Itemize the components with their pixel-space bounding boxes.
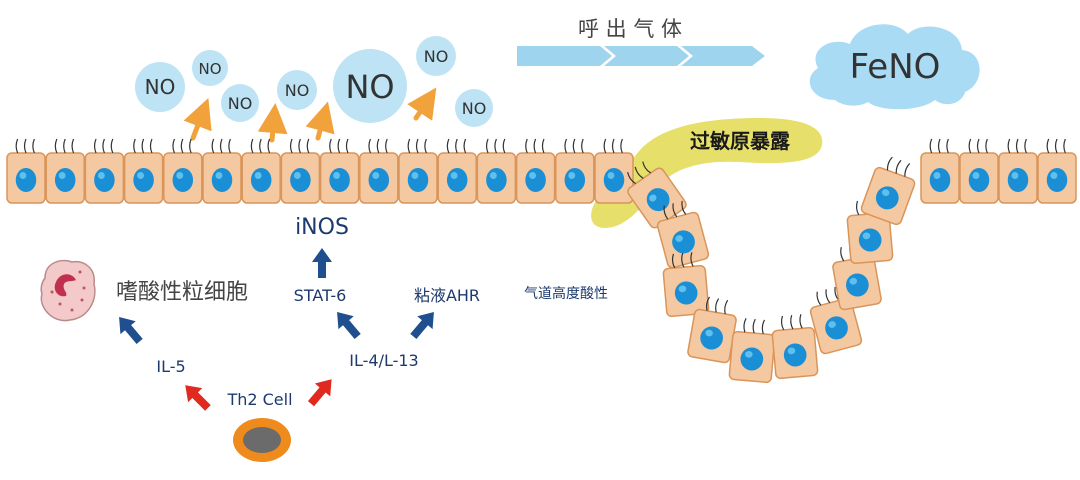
exhaled-gas-label: 呼 出 气 体 [578,17,682,41]
airway-epithelium [6,138,1077,384]
no-bubble-label: NO [198,60,221,78]
orange-arrow [257,103,288,143]
epithelial-cell [920,138,960,204]
no-bubble [333,49,407,123]
eosinophil-cell-icon [40,259,96,322]
flow-arrow-3 [681,46,765,66]
epithelial-cell [515,138,556,204]
no-bubbles: NO NO NO NO NO NO NO [135,36,493,127]
epithelial-cell [241,138,281,204]
orange-arrow [305,101,335,141]
epithelial-cell [6,138,46,204]
th2-cell-label: Th2 Cell [226,390,292,409]
blue-arrow-il13-to-ahr [410,311,434,340]
inos-label: iNOS [295,215,349,240]
epithelial-cell [319,138,360,204]
eosinophil-label: 嗜酸性粒细胞 [116,280,248,305]
epithelial-cell [437,138,477,204]
epithelial-cell [656,200,710,269]
epithelial-cell [476,138,517,204]
epithelial-cell [359,138,399,204]
no-bubble [192,50,228,86]
blue-arrow-il5-to-eos [119,316,143,345]
feno-cloud: FeNO [809,24,980,110]
feno-label: FeNO [850,47,941,87]
epithelial-cell [860,156,916,226]
flow-arrow-1 [517,46,612,66]
epithelial-cell [280,138,321,204]
no-bubble-label: NO [345,68,394,106]
no-bubble [455,89,493,127]
no-release-arrows [183,87,437,143]
epithelial-cell [832,243,882,311]
epithelial-cell [594,138,634,204]
blue-arrow-il13-to-stat6 [337,311,361,340]
epithelial-cell [809,286,863,355]
epithelial-cell [163,138,203,204]
epithelial-cell [45,138,85,204]
epithelial-cell [846,199,894,265]
red-arrow-th2-to-il13 [307,379,332,407]
red-arrow-th2-to-il5 [185,385,211,411]
signal-arrows-blue [119,248,434,345]
flow-arrow-2 [604,46,689,66]
signal-arrows-red [185,379,332,411]
epithelial-cell [998,138,1038,204]
orange-arrow [183,97,212,141]
no-bubble-label: NO [424,47,449,66]
no-bubble [221,84,259,122]
th2-cell-icon [233,418,291,462]
epithelial-cell [1037,138,1077,204]
allergen-exposure-blob [591,118,823,228]
blue-arrow-stat6-to-inos [312,248,332,278]
epithelial-cell [202,138,242,204]
epithelial-cell [771,314,819,380]
epithelial-cell [959,138,999,204]
no-bubble [135,62,185,112]
mucus-ahr-label: 粘液AHR [414,286,480,305]
cloud-icon [809,24,980,110]
no-bubble-label: NO [145,75,176,99]
epithelial-cell [627,161,687,229]
il4-il13-label: IL-4/L-13 [349,351,418,370]
epithelial-cell [728,318,776,384]
epithelial-cell [123,138,164,204]
exhaled-gas-flow: 呼 出 气 体 [517,17,765,66]
epithelial-cell [555,138,595,204]
no-bubble-label: NO [462,99,487,118]
epithelial-cell [84,138,125,204]
no-bubble-label: NO [228,94,253,113]
allergen-label: 过敏原暴露 [690,129,791,153]
epithelial-cell [398,138,438,204]
no-bubble [277,70,317,110]
stat6-label: STAT-6 [294,286,347,305]
epithelial-cell [662,252,710,318]
il5-label: IL-5 [156,357,185,376]
orange-arrow [407,87,437,121]
no-bubble-label: NO [285,81,310,100]
no-bubble [416,36,456,76]
airway-acidity-label: 气道高度酸性 [524,285,608,302]
